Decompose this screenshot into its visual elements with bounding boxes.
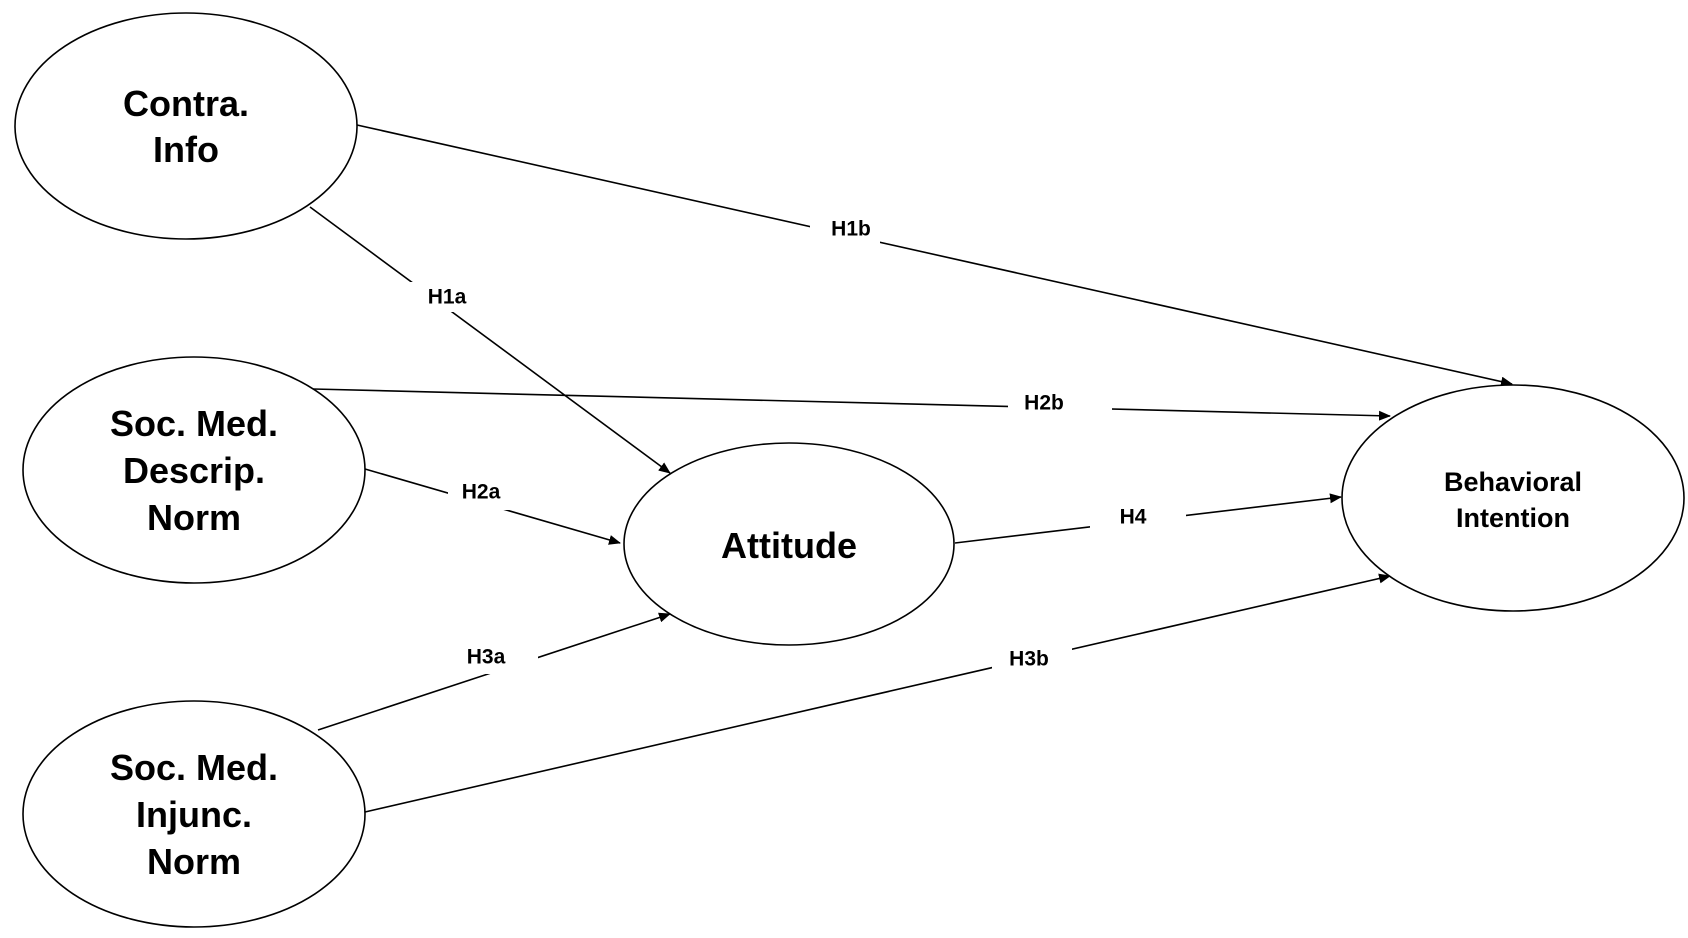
node-descriptive-norm-line-1: Soc. Med. bbox=[110, 403, 278, 444]
node-injunctive-norm-line-1: Soc. Med. bbox=[110, 747, 278, 788]
label-h4: H4 bbox=[1090, 502, 1186, 536]
node-contra-info-line-2: Info bbox=[153, 129, 219, 170]
edge-h1a bbox=[309, 206, 671, 474]
node-injunctive-norm: Soc. Med. Injunc. Norm bbox=[22, 700, 366, 928]
label-h2b-text: H2b bbox=[1024, 392, 1064, 415]
edge-h1b bbox=[356, 124, 1513, 387]
edge-labels: H1b H1a H2b H2a H4 H3a H3b bbox=[410, 214, 1186, 677]
label-h1b-text: H1b bbox=[831, 218, 871, 241]
node-descriptive-norm-ellipse bbox=[22, 356, 366, 584]
label-h2a: H2a bbox=[448, 476, 520, 510]
node-behavioral-intention: Behavioral Intention bbox=[1341, 384, 1685, 612]
label-h3a: H3a bbox=[448, 640, 538, 674]
node-behavioral-intention-ellipse bbox=[1341, 384, 1685, 612]
node-contra-info-ellipse bbox=[14, 12, 358, 240]
label-h1a-text: H1a bbox=[428, 286, 467, 309]
label-h1a: H1a bbox=[410, 282, 480, 312]
node-attitude-label: Attitude bbox=[721, 525, 857, 566]
node-behavioral-intention-line-1: Behavioral bbox=[1444, 467, 1582, 497]
node-descriptive-norm-line-3: Norm bbox=[147, 497, 241, 538]
node-injunctive-norm-line-2: Injunc. bbox=[136, 794, 252, 835]
label-h3b: H3b bbox=[992, 643, 1072, 677]
node-attitude-ellipse bbox=[623, 442, 955, 646]
label-h4-text: H4 bbox=[1120, 506, 1147, 529]
label-h1b: H1b bbox=[810, 214, 880, 244]
node-injunctive-norm-line-3: Norm bbox=[147, 841, 241, 882]
label-h3a-text: H3a bbox=[467, 646, 506, 669]
node-contra-info: Contra. Info bbox=[14, 12, 358, 240]
node-attitude: Attitude bbox=[623, 442, 955, 646]
edge-h3b bbox=[364, 573, 1391, 813]
node-contra-info-line-1: Contra. bbox=[123, 83, 249, 124]
label-h2b: H2b bbox=[1008, 388, 1112, 418]
edge-h2b bbox=[312, 388, 1391, 421]
edges bbox=[309, 124, 1513, 813]
node-descriptive-norm-line-2: Descrip. bbox=[123, 450, 265, 491]
label-h2a-text: H2a bbox=[462, 481, 501, 504]
node-injunctive-norm-ellipse bbox=[22, 700, 366, 928]
node-descriptive-norm: Soc. Med. Descrip. Norm bbox=[22, 356, 366, 584]
label-h3b-text: H3b bbox=[1009, 648, 1049, 671]
node-behavioral-intention-line-2: Intention bbox=[1456, 503, 1570, 533]
